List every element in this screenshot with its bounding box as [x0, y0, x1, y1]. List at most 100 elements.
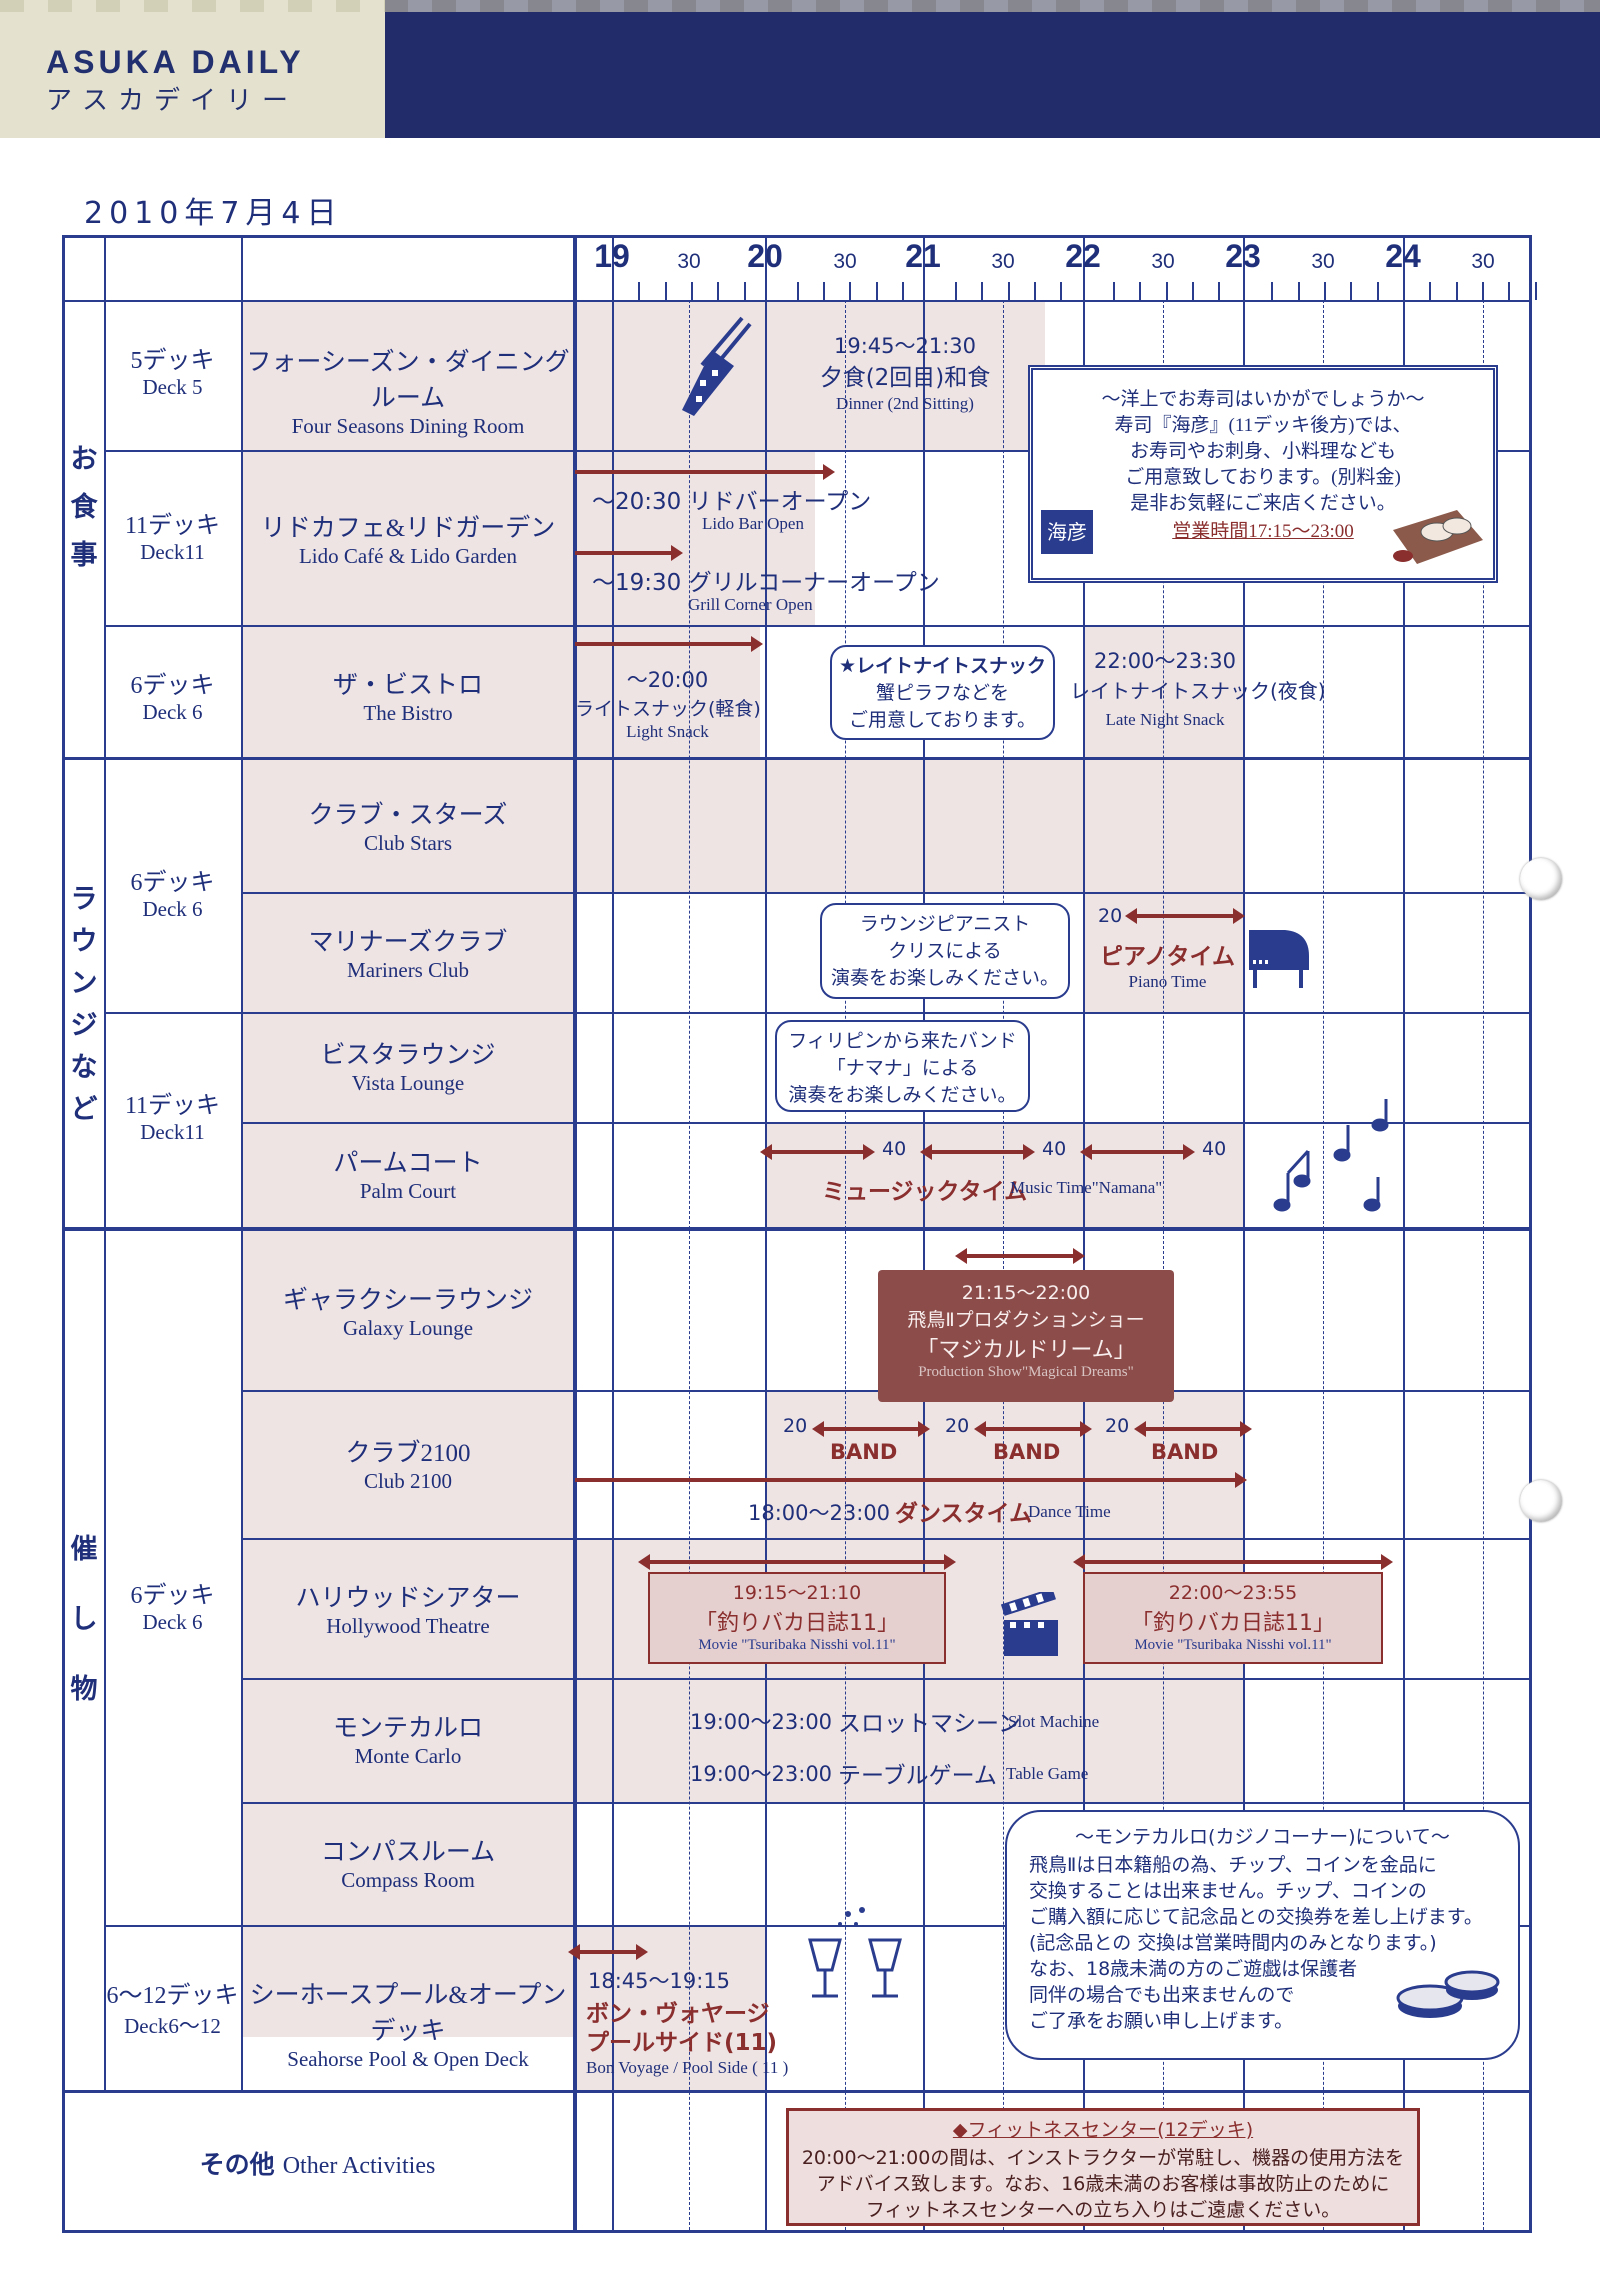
venue-column-shade	[243, 302, 573, 2037]
table-time: 19:00～23:00	[690, 1762, 833, 1786]
header-stripe	[0, 0, 1600, 12]
section-lounge: ラウンジなど	[70, 884, 98, 1125]
venue-other: その他 Other Activities	[199, 2152, 436, 2179]
minute-tick	[1297, 282, 1300, 300]
arrow-dance	[575, 1472, 1247, 1488]
minute-tick	[1139, 282, 1142, 300]
late-snack-time: 22:00～23:30	[1093, 649, 1237, 673]
shade-lido	[575, 452, 815, 627]
hour-20: 20	[747, 238, 783, 274]
hour-21: 21	[905, 238, 941, 274]
casino-notice: ～モンテカルロ(カジノコーナー)について～ 飛鳥Ⅱは日本籍船の為、チップ、コイン…	[1005, 1810, 1520, 2060]
minute-tick	[902, 282, 905, 300]
table-title: テーブルゲーム	[838, 1763, 997, 1789]
section-events: 催し物	[70, 1534, 98, 1705]
minute-tick	[1534, 282, 1537, 300]
grid-hline	[104, 1012, 1532, 1014]
band-label: BAND	[830, 1440, 898, 1464]
grid-vline-venue	[573, 235, 577, 2233]
shade-seahorse	[575, 1927, 765, 2092]
dinner-en: Dinner (2nd Sitting)	[836, 394, 974, 413]
grid-vline-2030	[845, 300, 846, 2230]
light-snack-en: Light Snack	[626, 722, 709, 741]
shade-club-stars	[575, 757, 1245, 892]
late-snack-title: レイトナイトスナック(夜食)	[1070, 679, 1326, 703]
minute-tick	[1429, 282, 1432, 300]
grid-hline	[241, 892, 1532, 894]
brand-kana: アスカデイリー	[46, 86, 299, 116]
grid-vline-19	[612, 235, 614, 2233]
minute-30: 30	[1471, 250, 1495, 273]
grid-hline-section	[62, 1227, 1532, 1231]
dance-title: ダンスタイム	[895, 1501, 1033, 1527]
band-mins: 20	[1105, 1415, 1130, 1437]
grid-vline-2430	[1483, 300, 1484, 2230]
music-notes-icon	[1273, 1099, 1389, 1212]
music-mins: 40	[882, 1138, 907, 1160]
lido-bar-en: Lido Bar Open	[702, 514, 804, 533]
piano-mins: 20	[1098, 905, 1123, 927]
dinner-time: 19:45～21:30	[833, 334, 977, 358]
casino-chips-icon	[1396, 1970, 1500, 2018]
casino-title: ～モンテカルロ(カジノコーナー)について～	[1075, 1826, 1450, 1848]
grid-vline-deck	[241, 235, 243, 2090]
minute-tick	[1112, 282, 1115, 300]
grid-vline-2330	[1323, 300, 1324, 2230]
minute-30: 30	[991, 250, 1015, 273]
band-mins: 20	[783, 1415, 808, 1437]
arrow-grill	[575, 545, 683, 561]
minute-tick	[691, 282, 694, 300]
section-meal: お食事	[70, 444, 98, 571]
late-snack-en: Late Night Snack	[1105, 710, 1225, 729]
clapperboard-icon	[1000, 1592, 1058, 1656]
minute-tick	[1218, 282, 1221, 300]
minute-tick	[743, 282, 746, 300]
hour-22: 22	[1065, 238, 1101, 274]
grid-vline-2130	[1003, 300, 1004, 2230]
minute-tick	[717, 282, 720, 300]
bon-voyage-en: Bon Voyage / Pool Side ( 11 )	[586, 2058, 789, 2077]
minute-30: 30	[1151, 250, 1175, 273]
arrow-band-1	[812, 1421, 930, 1437]
slot-en: Slot Machine	[1008, 1712, 1100, 1731]
minute-tick	[638, 282, 641, 300]
minute-tick	[664, 282, 667, 300]
grid-vline-20	[765, 235, 767, 2233]
arrow-piano	[1125, 908, 1245, 924]
movie2-box: 22:00～23:55 「釣りバカ日誌11」 Movie "Tsuribaka …	[1083, 1572, 1383, 1664]
music-title: ミュージックタイム	[822, 1179, 1028, 1205]
hour-23: 23	[1225, 238, 1261, 274]
grid-hline	[104, 1925, 1532, 1927]
bon-voyage-time: 18:45～19:15	[588, 1969, 731, 1993]
sushi-logo: 海彦	[1041, 510, 1093, 554]
grid-vline-22	[1083, 235, 1085, 2233]
table-en: Table Game	[1006, 1764, 1089, 1783]
grid-hline-section	[62, 2090, 1532, 2093]
fitness-notice: ◆フィットネスセンター(12デッキ) 20:00～21:00の間は、インストラク…	[786, 2108, 1420, 2226]
bon-voyage-title: ボン・ヴォヤージ	[586, 2001, 770, 2027]
minute-tick	[875, 282, 878, 300]
grid-hline-section	[62, 757, 1532, 760]
light-snack-time: ～20:00	[626, 668, 709, 692]
minute-30: 30	[1311, 250, 1335, 273]
arrow-music-2	[920, 1144, 1035, 1160]
shade-piano	[1085, 892, 1245, 1012]
fitness-title: ◆フィットネスセンター(12デッキ)	[952, 2119, 1254, 2141]
minute-tick	[1007, 282, 1010, 300]
music-mins: 40	[1042, 1138, 1067, 1160]
minute-tick	[1271, 282, 1274, 300]
movie1-box: 19:15～21:10 「釣りバカ日誌11」 Movie "Tsuribaka …	[648, 1572, 946, 1664]
light-snack-title: ライトスナック(軽食)	[575, 698, 761, 720]
arrow-movie-2	[1073, 1554, 1393, 1570]
grid-hline	[241, 1538, 1532, 1540]
